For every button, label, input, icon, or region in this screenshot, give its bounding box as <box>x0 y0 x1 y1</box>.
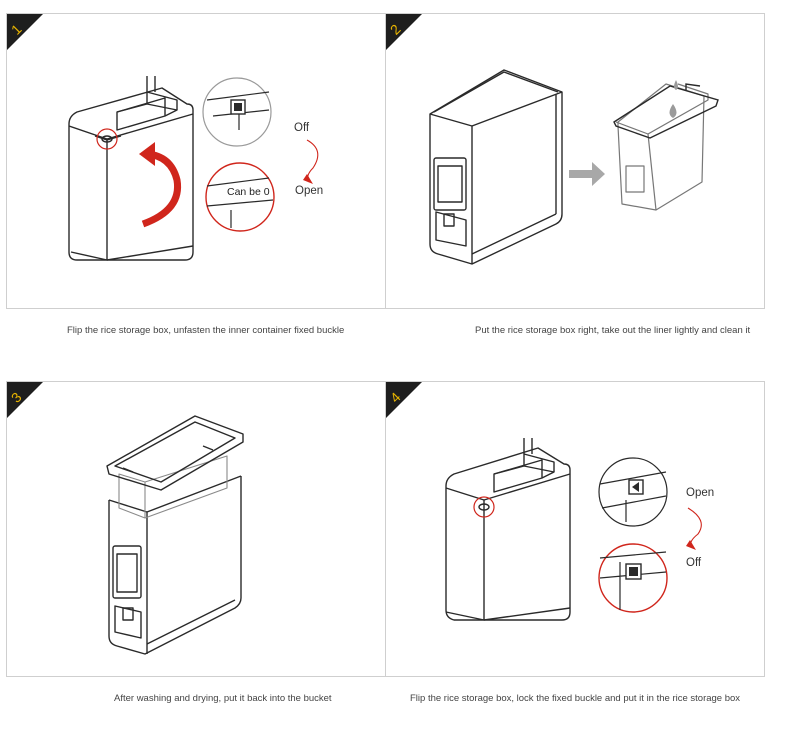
zoom-closed-detail <box>598 543 668 613</box>
step-badge: 2 <box>386 14 422 50</box>
zoom-closed-detail <box>202 77 272 147</box>
step-2-illustration <box>429 69 719 265</box>
buckle-highlight-circle <box>473 496 495 518</box>
zoom-open-detail <box>205 162 275 232</box>
open-label: Open <box>295 185 323 197</box>
step-2-caption: Put the rice storage box right, take out… <box>475 325 751 336</box>
step-4-illustration: Open Off <box>445 438 714 621</box>
step-badge: 4 <box>386 382 422 418</box>
step-4-caption: Flip the rice storage box, lock the fixe… <box>410 693 741 704</box>
step-3-panel: 3 <box>6 381 386 677</box>
move-arrow-icon <box>569 162 605 186</box>
liner-inside-drawing <box>118 455 228 519</box>
liner-rim-drawing <box>613 83 719 139</box>
bucket-upright-drawing <box>429 69 563 265</box>
step-badge: 1 <box>7 14 43 50</box>
rotate-arrow-icon <box>306 139 319 183</box>
step-3-illustration <box>106 415 244 655</box>
step-3-caption: After washing and drying, put it back in… <box>114 693 332 704</box>
step-2-panel: 2 <box>385 13 765 309</box>
flip-arrow-icon <box>141 150 182 228</box>
step-1-illustration: Can be 0 Off Open <box>68 76 323 261</box>
step-badge: 3 <box>7 382 43 418</box>
flip-arrow-head-icon <box>139 142 155 166</box>
note-label: Can be 0 <box>227 186 270 198</box>
rotate-arrow-head-icon <box>686 540 696 550</box>
step-1-caption: Flip the rice storage box, unfasten the … <box>67 325 345 336</box>
bucket-upside-down-drawing <box>68 76 194 261</box>
bucket-upside-down-drawing <box>445 438 571 621</box>
liner-drawing <box>615 83 709 211</box>
step-4-panel: Open Off 4 <box>385 381 765 677</box>
water-drop-icons <box>669 80 678 118</box>
off-label: Off <box>686 557 702 569</box>
buckle-highlight-circle <box>96 128 118 150</box>
open-label: Open <box>686 487 714 499</box>
liner-rim-drawing <box>106 415 244 491</box>
off-label: Off <box>294 122 310 134</box>
step-1-panel: Can be 0 Off Open 1 <box>6 13 386 309</box>
bucket-drawing <box>108 475 242 655</box>
zoom-open-detail <box>598 457 668 527</box>
rotate-arrow-head-icon <box>303 174 313 184</box>
